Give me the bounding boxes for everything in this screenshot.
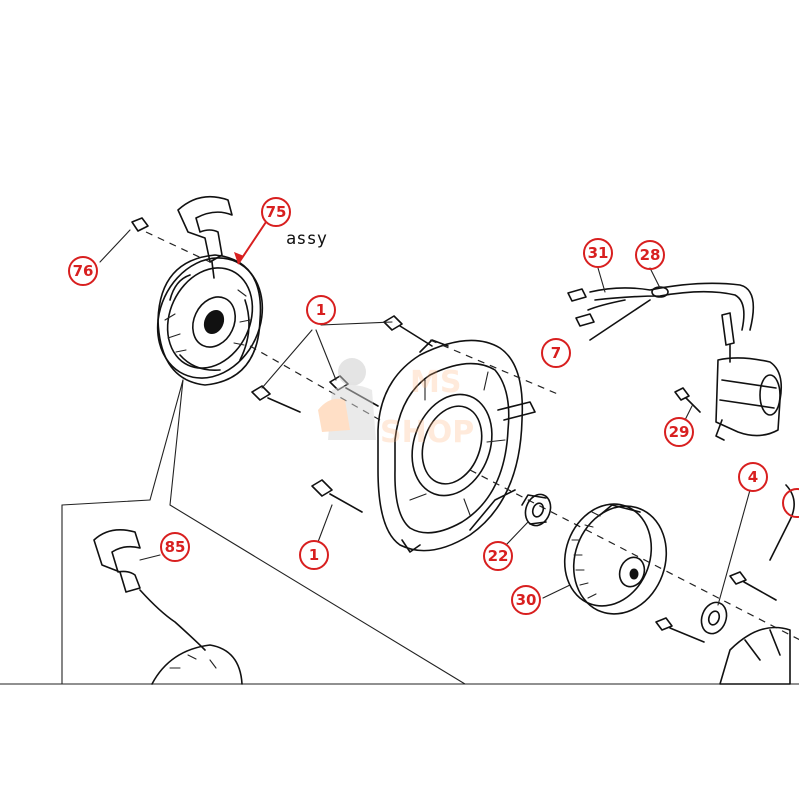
ignition-coil — [715, 312, 783, 441]
svg-text:85: 85 — [165, 538, 186, 556]
svg-text:29: 29 — [669, 423, 690, 441]
callout-85: 85 — [160, 532, 190, 562]
callout-arrow-75 — [234, 221, 267, 265]
nut-22 — [505, 493, 552, 546]
svg-text:1: 1 — [316, 301, 326, 319]
svg-text:22: 22 — [488, 547, 509, 565]
callout-31: 31 — [583, 238, 613, 268]
ignition-wiring — [567, 267, 755, 341]
callout-7: 7 — [541, 338, 571, 368]
callout-partial-right-edge — [782, 488, 799, 518]
callout-22: 22 — [483, 541, 513, 571]
coil-screw-29 — [674, 387, 701, 421]
recoil-starter-assembly — [156, 254, 264, 386]
watermark-line2: SHOP — [380, 415, 474, 450]
svg-text:28: 28 — [640, 246, 661, 264]
svg-text:31: 31 — [588, 244, 609, 262]
flywheel-30 — [542, 503, 668, 615]
svg-text:4: 4 — [748, 468, 758, 486]
callout-75: 75 — [261, 197, 291, 227]
fan-housing — [377, 339, 536, 553]
svg-text:7: 7 — [551, 344, 561, 362]
starter-handle — [177, 195, 233, 279]
housing-bolt-lower — [311, 479, 363, 543]
watermark-logo: MS SHOP — [318, 358, 474, 450]
callout-1-lower: 1 — [299, 540, 329, 570]
callout-29: 29 — [664, 417, 694, 447]
callout-1-upper: 1 — [306, 295, 336, 325]
callout-30: 30 — [511, 585, 541, 615]
callout-76: 76 — [68, 256, 98, 286]
svg-text:75: 75 — [266, 203, 287, 221]
svg-text:30: 30 — [516, 591, 537, 609]
callout-28: 28 — [635, 240, 665, 270]
svg-text:1: 1 — [309, 546, 319, 564]
axis-line-main — [469, 469, 799, 641]
svg-text:76: 76 — [73, 262, 94, 280]
callout-4: 4 — [738, 462, 768, 492]
spare-starter-85 — [93, 529, 243, 685]
right-side-parts — [655, 484, 795, 685]
bracket-lines — [61, 229, 466, 685]
assy-label: assy — [286, 229, 327, 249]
screw-76 — [131, 217, 211, 263]
watermark-line1: MS — [410, 365, 461, 400]
axis-line-upper — [429, 339, 561, 396]
